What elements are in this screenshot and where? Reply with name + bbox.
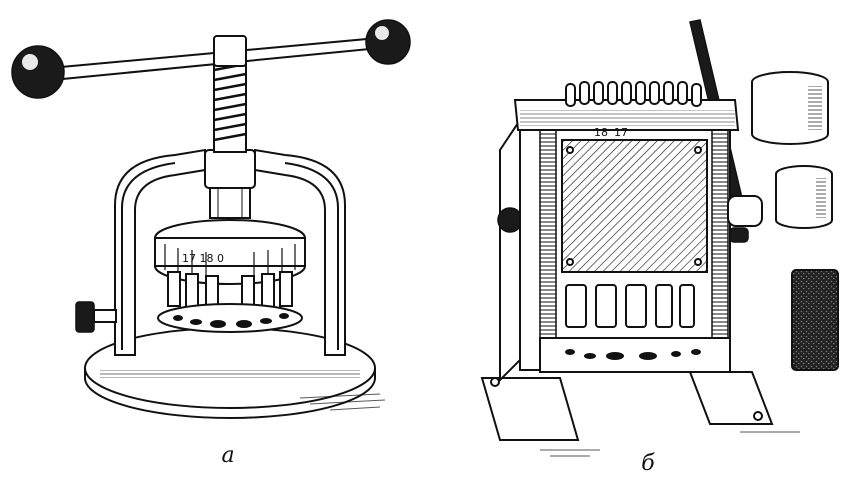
numbering-machine: 18 17 [480,19,800,457]
front-plate [561,139,708,273]
side-knob[interactable] [75,301,95,333]
die-plate [157,303,303,333]
handle-ball-left [11,45,65,99]
counter-digit-a: 18 [594,126,608,139]
caption-right: б [641,451,655,476]
handle-ball-right [365,19,411,65]
machine-punches [565,284,695,328]
top-pins [565,81,702,107]
side-boss [497,207,523,233]
screw-press: 17 18 0 [11,19,411,419]
large-ring [751,71,829,145]
accessories [751,71,839,371]
caption-left: а [221,443,234,468]
punch-set [167,271,293,309]
dial-digits: 17 18 0 [182,252,224,265]
press-top-boss [204,149,256,189]
small-ring [775,165,833,229]
counter-digit-b: 17 [614,126,628,139]
die-block [539,337,731,373]
machine-foot-right [688,371,774,425]
machine-foot-left [480,377,580,441]
crank-boss[interactable] [727,195,763,227]
screw-thread [213,62,247,142]
ink-pad [791,269,839,371]
